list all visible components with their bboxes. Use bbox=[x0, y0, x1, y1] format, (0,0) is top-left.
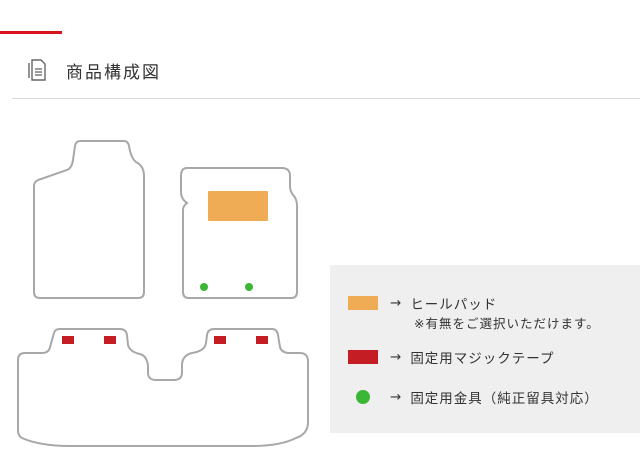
legend-label: ヒールパッド bbox=[410, 297, 498, 313]
fastener-right bbox=[245, 283, 253, 291]
fastener-swatch bbox=[356, 390, 370, 404]
velcro-tab bbox=[214, 336, 226, 344]
rear-mat bbox=[17, 328, 309, 447]
arrow-icon: → bbox=[390, 349, 403, 365]
velcro-swatch bbox=[348, 350, 378, 364]
legend-item-velcro: → 固定用マジックテープ bbox=[348, 347, 555, 367]
legend-note: ※有無をご選択いただけます。 bbox=[414, 316, 600, 331]
driver-mat bbox=[33, 140, 145, 299]
arrow-icon: → bbox=[390, 389, 403, 405]
legend-label: 固定用金具（純正留具対応） bbox=[410, 391, 599, 407]
accent-line bbox=[0, 31, 62, 34]
velcro-tab bbox=[62, 336, 74, 344]
page-title: 商品構成図 bbox=[66, 62, 161, 83]
velcro-tab bbox=[104, 336, 116, 344]
passenger-mat bbox=[180, 167, 298, 299]
fastener-left bbox=[200, 283, 208, 291]
heel-pad bbox=[208, 191, 268, 221]
arrow-icon: → bbox=[390, 295, 403, 311]
legend-item-fastener: → 固定用金具（純正留具対応） bbox=[348, 387, 599, 407]
divider bbox=[12, 98, 640, 99]
legend-item-heel-pad: → ヒールパッド bbox=[348, 293, 497, 313]
legend-label: 固定用マジックテープ bbox=[410, 351, 555, 367]
heel-pad-swatch bbox=[348, 296, 378, 310]
velcro-tab bbox=[256, 336, 268, 344]
legend-panel: → ヒールパッド ※有無をご選択いただけます。 → 固定用マジックテープ → 固… bbox=[330, 265, 640, 433]
section-header: 商品構成図 bbox=[26, 56, 161, 84]
document-icon bbox=[26, 58, 48, 82]
